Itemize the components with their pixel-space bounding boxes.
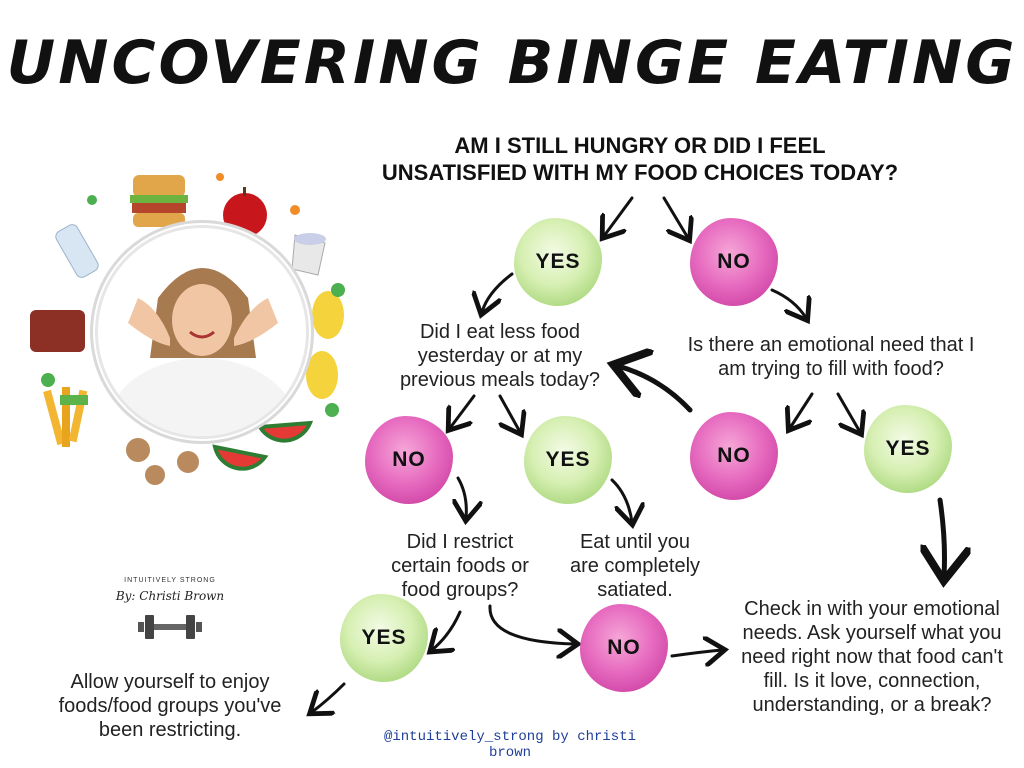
brand-author: By: Christi Brown <box>115 589 225 603</box>
eat-until-line-2: are completely <box>569 555 701 577</box>
restrict-line-1: Did I restrict <box>406 531 514 553</box>
question-restrict: Did I restrict certain foods or food gro… <box>370 530 550 602</box>
root-question-line-2: UNSATISFIED WITH MY FOOD CHOICES TODAY? <box>381 160 899 185</box>
node-yes-emotional-label: YES <box>885 437 931 460</box>
question-ate-less: Did I eat less food yesterday or at my p… <box>380 320 620 392</box>
watermelon-icon <box>212 420 314 471</box>
node-yes-hungry: YES <box>514 218 602 306</box>
node-yes-restrict-label: YES <box>361 626 407 649</box>
node-no-emotional-label: NO <box>717 444 751 467</box>
ate-less-line-3: previous meals today? <box>399 369 601 391</box>
poster-title: UNCOVERING BINGE EATING <box>6 28 1018 98</box>
food-ring-illustration <box>30 173 345 485</box>
arrow-question-to-no <box>662 196 688 238</box>
eat-until-line-1: Eat until you <box>579 531 691 553</box>
arrow-no-to-emotional <box>770 288 806 318</box>
arrow-restrict-to-no <box>488 604 575 644</box>
profile-photo <box>95 225 309 439</box>
arrow-yes-to-allow <box>312 682 346 712</box>
arrow-yes-to-ate-less <box>482 272 514 312</box>
node-yes-ate-less-label: YES <box>545 448 591 471</box>
eat-until-line-3: satiated. <box>597 579 673 601</box>
node-yes-restrict: YES <box>340 594 428 682</box>
cookies-icon <box>126 438 199 485</box>
peas-icon <box>41 173 345 417</box>
fries-icon <box>43 387 88 447</box>
check-in-line-2: needs. Ask yourself what you <box>742 622 1002 644</box>
node-yes-ate-less: YES <box>524 416 612 504</box>
arrow-restrict-to-yes <box>432 610 462 650</box>
allow-line-1: Allow yourself to enjoy <box>70 671 270 693</box>
node-no-emotional: NO <box>690 412 778 500</box>
check-in-line-5: understanding, or a break? <box>752 694 992 716</box>
ate-less-line-1: Did I eat less food <box>419 321 581 343</box>
arrow-ate-less-to-no <box>450 394 476 428</box>
node-yes-hungry-label: YES <box>535 250 581 273</box>
arrow-no-back-to-ate-less <box>618 366 693 413</box>
arrow-question-to-yes <box>604 196 634 236</box>
node-yes-emotional: YES <box>864 405 952 493</box>
node-no-ate-less-label: NO <box>392 448 426 471</box>
answer-eat-until: Eat until you are completely satiated. <box>560 530 710 602</box>
yogurt-cup-icon <box>291 233 326 276</box>
corn-icon <box>306 291 344 399</box>
arrow-no-to-check-in <box>670 650 722 656</box>
check-in-line-1: Check in with your emotional <box>744 598 1000 620</box>
arrow-no-to-restrict <box>458 476 466 518</box>
emotional-line-1: Is there an emotional need that I <box>687 334 975 356</box>
check-in-line-3: need right now that food can't <box>741 646 1003 668</box>
node-no-restrict-label: NO <box>607 636 641 659</box>
allow-line-3: been restricting. <box>98 719 242 741</box>
restrict-line-2: certain foods or <box>391 555 529 577</box>
root-question: AM I STILL HUNGRY OR DID I FEEL UNSATISF… <box>330 132 950 186</box>
arrow-emotional-to-yes <box>836 392 860 432</box>
check-in-line-4: fill. Is it love, connection, <box>763 670 981 692</box>
water-bottle-icon <box>55 224 99 278</box>
node-no-hungry: NO <box>690 218 778 306</box>
arrow-emotional-to-no <box>790 392 814 428</box>
question-emotional-need: Is there an emotional need that I am try… <box>676 333 986 381</box>
restrict-line-3: food groups? <box>401 579 519 601</box>
answer-allow: Allow yourself to enjoy foods/food group… <box>30 670 310 742</box>
apple-icon <box>223 187 267 237</box>
arrow-yes-to-check-in <box>940 497 945 576</box>
steak-icon <box>30 310 85 352</box>
node-no-hungry-label: NO <box>717 250 751 273</box>
dumbbell-icon <box>138 615 202 639</box>
sandwich-icon <box>130 175 188 227</box>
node-no-ate-less: NO <box>365 416 453 504</box>
root-question-line-1: AM I STILL HUNGRY OR DID I FEEL <box>454 133 826 158</box>
node-no-restrict: NO <box>580 604 668 692</box>
answer-check-in: Check in with your emotional needs. Ask … <box>724 597 1020 717</box>
emotional-line-2: am trying to fill with food? <box>718 358 944 380</box>
social-handle: @intuitively_strong by christi brown <box>383 729 637 761</box>
brand-label: INTUITIVELY STRONG <box>124 577 216 584</box>
allow-line-2: foods/food groups you've <box>58 695 282 717</box>
arrow-yes-to-eat-until <box>610 478 632 522</box>
woman-illustration <box>107 268 297 436</box>
ate-less-line-2: yesterday or at my <box>417 345 583 367</box>
arrow-ate-less-to-yes <box>500 394 520 432</box>
